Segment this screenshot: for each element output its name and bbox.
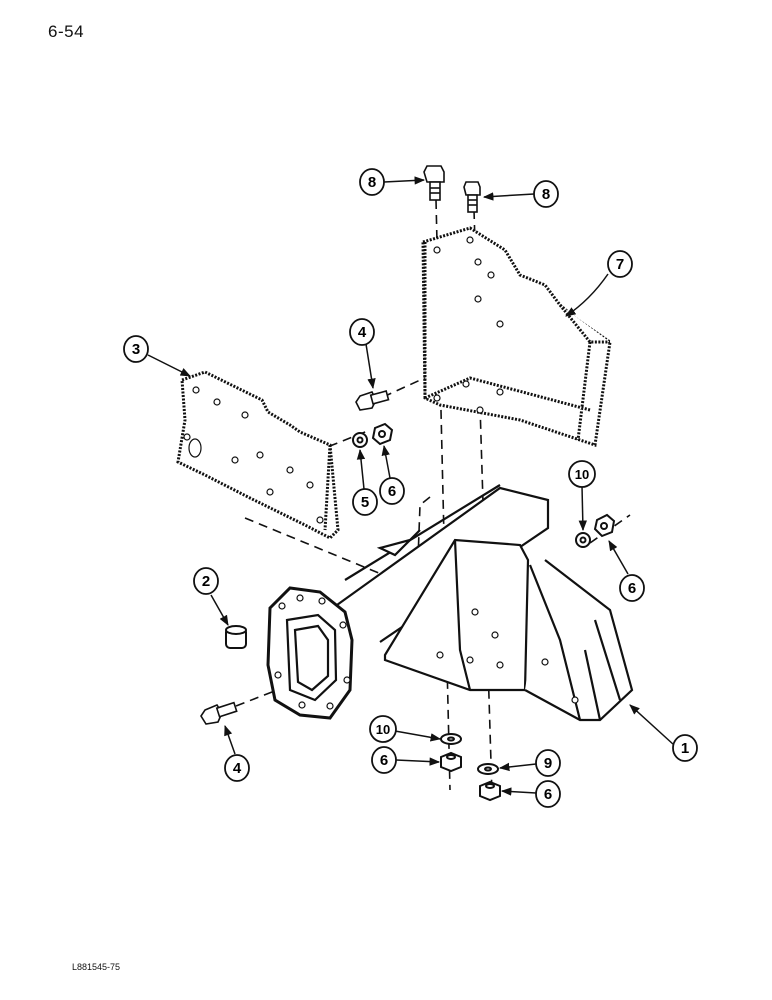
mounting-bracket-part-7 xyxy=(421,226,612,447)
svg-text:1: 1 xyxy=(681,740,689,757)
washer-part-9 xyxy=(477,763,499,775)
washer-part-5 xyxy=(352,432,368,448)
nut-part-6-bottom-left xyxy=(440,751,462,773)
washer-part-10-bottom xyxy=(440,733,462,745)
svg-text:9: 9 xyxy=(544,755,552,772)
bracket-holes xyxy=(433,236,504,414)
callout-8-left: 8 xyxy=(359,168,385,196)
bushing-part-2 xyxy=(225,625,247,649)
callout-10-bottom: 10 xyxy=(369,715,397,743)
nut-part-6-right xyxy=(593,513,616,538)
callout-3: 3 xyxy=(123,335,149,363)
figure-id: L881545-75 xyxy=(72,962,121,972)
svg-text:5: 5 xyxy=(361,494,369,511)
nut-part-6-bottom-right xyxy=(479,780,501,802)
callout-8-right: 8 xyxy=(533,180,559,208)
callout-6-bottom-right: 6 xyxy=(535,780,561,808)
bolt-part-8-left xyxy=(423,165,445,201)
callout-10-right: 10 xyxy=(568,460,596,488)
svg-text:4: 4 xyxy=(358,324,367,341)
svg-text:6: 6 xyxy=(388,483,396,500)
page-number: 6-54 xyxy=(48,22,85,41)
callout-1: 1 xyxy=(672,734,698,762)
callout-4-lower: 4 xyxy=(224,754,250,782)
bolt-part-4-upper xyxy=(355,390,390,411)
svg-text:8: 8 xyxy=(542,186,550,203)
svg-text:6: 6 xyxy=(628,580,636,597)
callout-6-upper: 6 xyxy=(379,477,405,505)
svg-text:10: 10 xyxy=(376,722,390,737)
frame-holes xyxy=(274,594,579,710)
callout-4-upper: 4 xyxy=(349,318,375,346)
svg-text:8: 8 xyxy=(368,174,376,191)
washer-part-10-right xyxy=(575,532,591,548)
callouts: 8 8 7 4 3 5 6 10 6 2 4 10 6 9 6 1 xyxy=(123,168,698,808)
callout-leaders xyxy=(147,176,675,796)
bolt-part-4-lower xyxy=(200,701,238,725)
callout-7: 7 xyxy=(607,250,633,278)
svg-text:10: 10 xyxy=(575,467,589,482)
svg-text:6: 6 xyxy=(380,752,388,769)
svg-text:3: 3 xyxy=(132,341,140,358)
plate-holes xyxy=(183,386,324,524)
callout-5: 5 xyxy=(352,488,378,516)
svg-text:7: 7 xyxy=(616,256,624,273)
callout-9: 9 xyxy=(535,749,561,777)
nut-part-6-upper xyxy=(371,422,394,446)
callout-6-right: 6 xyxy=(619,574,645,602)
bolt-part-8-right xyxy=(463,181,481,213)
svg-text:2: 2 xyxy=(202,573,210,590)
callout-2: 2 xyxy=(193,567,219,595)
callout-6-bottom-left: 6 xyxy=(371,746,397,774)
svg-text:6: 6 xyxy=(544,786,552,803)
svg-text:4: 4 xyxy=(233,760,242,777)
frame-part-1 xyxy=(266,484,634,722)
